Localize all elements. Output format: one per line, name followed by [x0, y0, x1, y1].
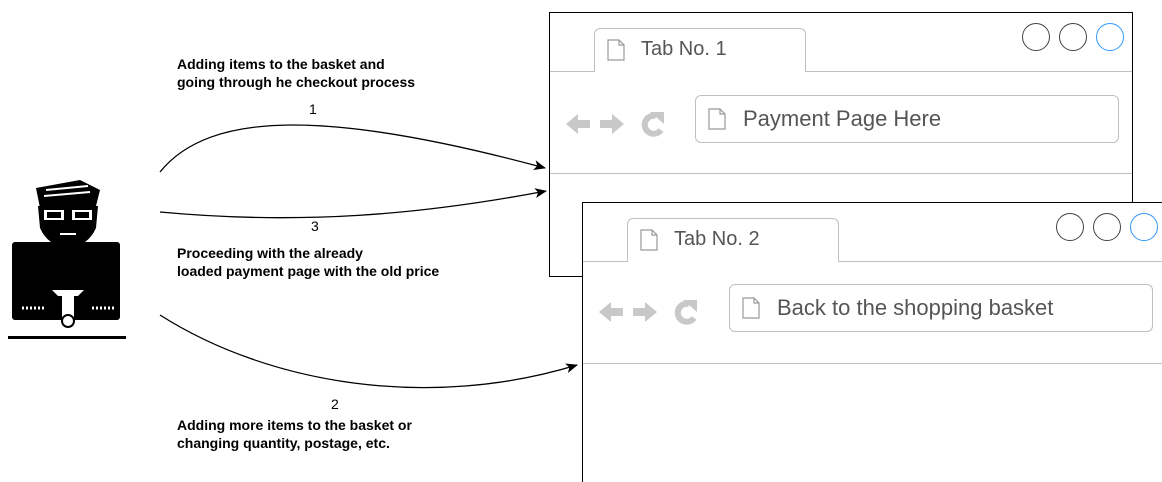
step2-line2: changing quantity, postage, etc. [177, 435, 390, 451]
tab-1[interactable]: Tab No. 1 [594, 28, 806, 72]
tab-2-label: Tab No. 2 [674, 228, 760, 250]
address-text: Back to the shopping basket [777, 295, 1054, 320]
step1-line2: going through he checkout process [177, 74, 416, 90]
step3-number: 3 [309, 218, 321, 234]
document-icon [742, 297, 760, 319]
forward-arrow-icon [600, 114, 624, 134]
tab-bar-separator [550, 71, 1132, 72]
toolbar-separator [550, 173, 1132, 174]
connector-layer [159, 124, 578, 389]
reload-icon [641, 112, 664, 137]
step3-line2: loaded payment page with the old price [177, 263, 440, 279]
toolbar-separator [583, 363, 1162, 364]
navigation-icons [599, 300, 697, 325]
navigation-icons [566, 112, 664, 137]
document-icon [607, 39, 625, 61]
step2-number: 2 [329, 396, 341, 412]
browser-window-2: Tab No. 2 Back to the shopping basket [582, 202, 1162, 482]
window-control-circle[interactable] [1059, 23, 1087, 51]
window-control-circle-accent[interactable] [1130, 213, 1158, 241]
tab-bar-separator [583, 261, 1162, 262]
window-control-circle[interactable] [1022, 23, 1050, 51]
window-control-circle-accent[interactable] [1096, 23, 1124, 51]
tab-1-label: Tab No. 1 [641, 38, 727, 60]
arrow-step-1 [159, 124, 546, 173]
tab-2[interactable]: Tab No. 2 [627, 218, 839, 262]
forward-arrow-icon [633, 302, 657, 322]
document-icon [640, 229, 658, 251]
step2-line1: Adding more items to the basket or [177, 417, 412, 433]
back-arrow-icon [566, 114, 590, 134]
step1-description: Adding items to the basket and going thr… [177, 55, 415, 91]
step1-number: 1 [307, 101, 319, 117]
address-text: Payment Page Here [743, 106, 942, 131]
reload-icon [674, 300, 697, 325]
step1-line1: Adding items to the basket and [177, 56, 385, 72]
step3-line1: Proceeding with the already [177, 245, 363, 261]
step2-description: Adding more items to the basket or chang… [177, 416, 412, 452]
window-control-circle[interactable] [1093, 213, 1121, 241]
arrow-step-2 [159, 314, 578, 389]
address-bar[interactable]: Payment Page Here [695, 95, 1119, 143]
back-arrow-icon [599, 302, 623, 322]
arrow-step-3 [159, 188, 547, 219]
window-control-circle[interactable] [1056, 213, 1084, 241]
address-bar[interactable]: Back to the shopping basket [729, 284, 1153, 332]
document-icon [708, 108, 726, 130]
user-at-computer-icon [8, 180, 126, 339]
step3-description: Proceeding with the already loaded payme… [177, 244, 439, 280]
